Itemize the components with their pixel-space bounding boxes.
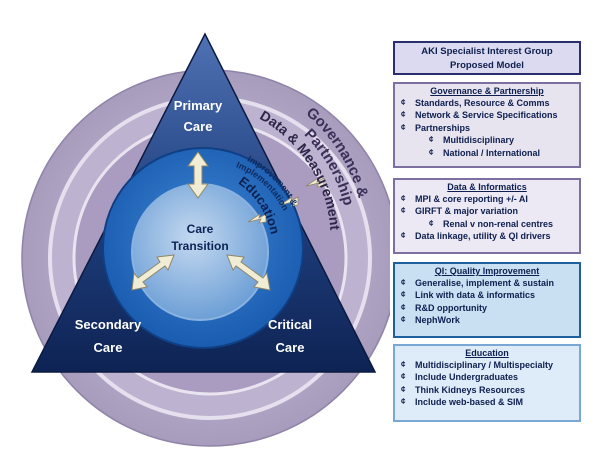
data-list: ¢MPI & core reporting +/- AI¢GIRFT & maj… — [395, 193, 579, 245]
qi-panel: QI: Quality Improvement ¢ Generalise, imp… — [393, 262, 581, 338]
bullet-icon: ¢ — [401, 206, 406, 216]
list-item-text: Renal v non-renal centres — [443, 218, 554, 229]
small-arrow-partnership — [305, 177, 325, 188]
list-item-text: MPI & core reporting +/- AI — [415, 194, 528, 204]
list-item-text: Network & Service Specifications — [415, 110, 558, 121]
list-item: ¢ Link with data & informatics — [401, 289, 575, 301]
list-item-text: Standards, Resource & Comms — [415, 98, 550, 108]
list-item: ¢ Renal v non-renal centres — [401, 218, 575, 230]
data-heading: Data & Informatics — [447, 182, 527, 192]
qi-heading: QI: Quality Improvement — [434, 266, 540, 276]
list-item: ¢ Generalise, implement & sustain — [401, 277, 575, 289]
list-item-text: Include web-based & SIM — [415, 397, 524, 408]
bullet-icon: ¢ — [401, 110, 406, 120]
bullet-icon: ¢ — [401, 360, 406, 369]
list-item: ¢ Data linkage, utility & QI drivers — [401, 230, 575, 242]
primary-care-label-1: Primary — [174, 98, 223, 113]
education-list: ¢ Multidisciplinary / Multispecialty ¢ Incl… — [395, 359, 579, 411]
double-arrow-critical — [226, 254, 271, 291]
list-item-text: GIRFT & major variation — [415, 206, 519, 217]
governance-heading: Governance & Partnership — [430, 86, 544, 96]
bullet-icon: ¢ — [401, 194, 406, 203]
bullet-icon: ¢ — [401, 290, 406, 300]
bullet-icon: ¢ — [401, 397, 406, 407]
list-item-text: Generalise, implement & sustain — [415, 278, 555, 288]
list-item: ¢ Include web-based & SIM — [401, 396, 575, 408]
bullet-icon: ¢ — [401, 384, 406, 394]
bullet-icon: ¢ — [401, 278, 406, 287]
list-item-text: Multidisciplinary / Multispecialty — [415, 360, 554, 370]
list-item-text: Multidisciplinary — [443, 135, 515, 146]
list-item-text: Include Undergraduates — [415, 372, 519, 383]
small-arrow-data — [279, 196, 299, 207]
list-item: ¢ GIRFT & major variation — [401, 205, 575, 217]
critical-care-label-1: Critical — [268, 317, 312, 332]
care-transition-label-1: Care — [187, 222, 214, 236]
bullet-icon: ¢ — [429, 135, 434, 145]
list-item: ¢ Multidisciplinary / Multispecialty — [401, 359, 575, 371]
critical-care-label-2: Care — [276, 340, 305, 355]
list-item: ¢ National / International — [401, 147, 575, 159]
bullet-icon: ¢ — [401, 231, 406, 241]
list-item-text: R&D opportunity — [415, 302, 487, 313]
secondary-care-label-1: Secondary — [75, 317, 142, 332]
list-item-text: Think Kidneys Resources — [415, 384, 526, 395]
education-heading: Education — [465, 348, 509, 358]
title-line-2: Proposed Model — [450, 60, 524, 71]
bullet-icon: ¢ — [401, 315, 406, 325]
data-panel: Data & Informatics ¢ MPI & core reporting… — [393, 178, 581, 254]
list-item-text: Data linkage, utility & QI drivers — [415, 231, 551, 242]
double-arrow-secondary — [131, 254, 175, 291]
list-item-text: NephWork — [415, 315, 460, 326]
governance-panel: Governance & Partnership ¢ Standards, Res… — [393, 82, 581, 168]
list-item: ¢ R&D opportunity — [401, 302, 575, 314]
double-arrow-primary — [187, 151, 209, 199]
care-model-diagram: Governance & Partnership Data & Measurem… — [21, 32, 390, 447]
qi-list: ¢ Generalise, implement & sustain ¢ Link wi… — [395, 277, 579, 329]
list-item: ¢ Multidisciplinary — [401, 134, 575, 146]
education-panel: Education ¢ Multidisciplinary / Multispec… — [393, 344, 581, 422]
title-panel: AKI Specialist Interest Group Proposed M… — [393, 41, 581, 75]
care-transition-label-2: Transition — [171, 239, 228, 253]
list-item-text: Partnerships — [415, 122, 471, 133]
governance-list: ¢ Standards, Resource & Comms ¢ Network & S… — [395, 97, 579, 161]
primary-care-label-2: Care — [184, 119, 213, 134]
title-line-1: AKI Specialist Interest Group — [421, 46, 553, 57]
list-item-text: National / International — [443, 147, 541, 158]
list-item: ¢ NephWork — [401, 314, 575, 326]
list-item: ¢ MPI & core reporting +/- AI — [401, 193, 575, 205]
bullet-icon: ¢ — [429, 147, 434, 157]
list-item: ¢ Include Undergraduates — [401, 371, 575, 383]
bullet-icon: ¢ — [401, 98, 406, 107]
list-item: ¢ Network & Service Specifications — [401, 109, 575, 121]
bullet-icon: ¢ — [401, 122, 406, 132]
bullet-icon: ¢ — [401, 372, 406, 382]
list-item: ¢ Think Kidneys Resources — [401, 384, 575, 396]
bullet-icon: ¢ — [401, 302, 406, 312]
list-item: ¢ Partnerships — [401, 122, 575, 134]
list-item: ¢ Standards, Resource & Comms — [401, 97, 575, 109]
list-item-text: Link with data & informatics — [415, 290, 536, 301]
bullet-icon: ¢ — [429, 218, 434, 228]
secondary-care-label-2: Care — [94, 340, 123, 355]
small-arrow-improvement — [247, 213, 267, 224]
